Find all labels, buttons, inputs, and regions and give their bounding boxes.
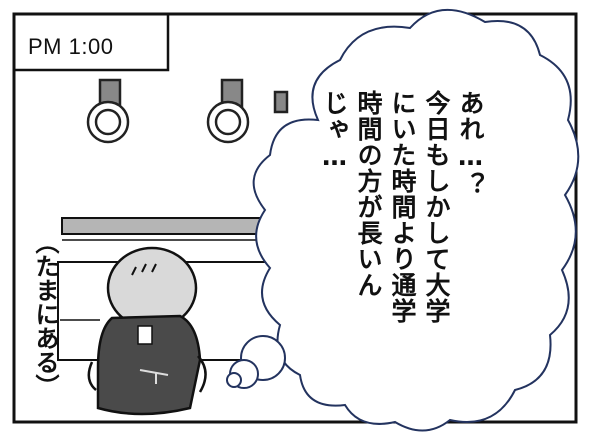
thought-text-line-3: にいた時間より通学 [388, 90, 417, 324]
thought-circle-small [226, 372, 242, 388]
hand-strap-middle [206, 78, 250, 144]
thought-text-line-2: 今日もしかして大学 [422, 90, 451, 324]
hand-strap-right [273, 90, 289, 114]
character-backpack [87, 314, 207, 416]
time-label-box [14, 14, 170, 72]
thought-text-line-4: 時間の方が長いん [354, 90, 383, 298]
thought-bubble [252, 9, 580, 432]
side-note-text: （たまにある） [31, 230, 59, 398]
thought-text-line-1: あれ…？ [456, 90, 485, 198]
thought-text-line-5: じゃ… [320, 90, 349, 172]
hand-strap-left [86, 78, 130, 144]
time-label: PM 1:00 [28, 34, 114, 59]
